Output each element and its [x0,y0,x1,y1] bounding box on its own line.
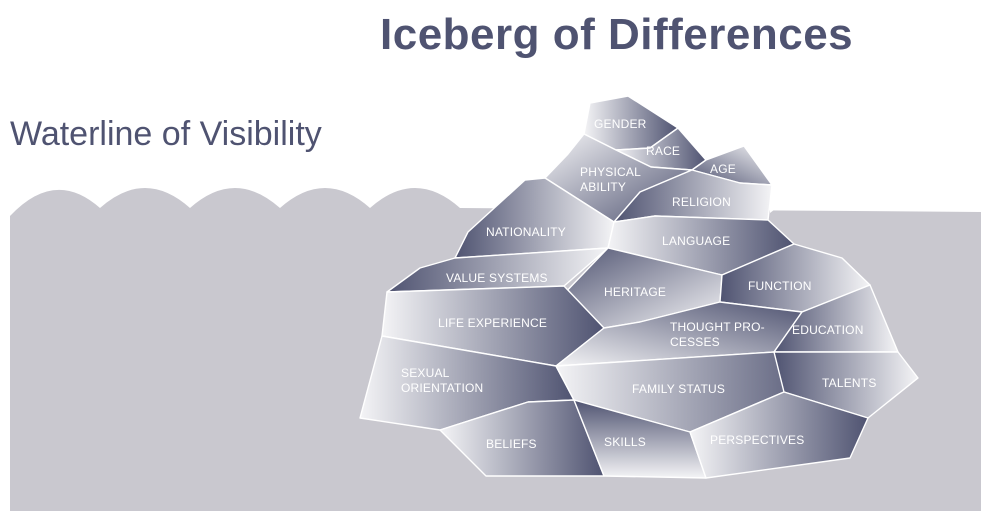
label-skills: SKILLS [604,435,646,449]
label-function: FUNCTION [748,279,812,293]
iceberg [359,95,919,479]
label-perspectives: PERSPECTIVES [710,433,804,447]
label-life-experience: LIFE EXPERIENCE [438,316,547,330]
label-age: AGE [710,162,736,176]
label-gender: GENDER [594,117,647,131]
label-physical-ability-line2: ABILITY [580,180,626,194]
shard-perspectives [689,391,869,479]
label-beliefs: BELIEFS [486,437,537,451]
label-thought-processes-line1: THOUGHT PRO- [670,320,765,334]
label-sexual-orientation-line1: SEXUAL [401,366,450,380]
label-physical-ability-line1: PHYSICAL [580,165,641,179]
label-thought-processes-line2: CESSES [670,335,720,349]
water-waves-right [770,160,981,213]
waterline-label: Waterline of Visibility [10,115,322,153]
label-talents: TALENTS [822,376,877,390]
label-nationality: NATIONALITY [486,225,566,239]
label-sexual-orientation-line2: ORIENTATION [401,381,483,395]
diagram-title: Iceberg of Differences [380,10,854,59]
label-education: EDUCATION [792,323,864,337]
label-race: RACE [646,144,680,158]
iceberg-labels: GENDER RACE AGE PHYSICAL ABILITY RELIGIO… [401,117,877,451]
label-heritage: HERITAGE [604,285,666,299]
label-language: LANGUAGE [662,234,730,248]
label-family-status: FAMILY STATUS [632,382,725,396]
label-value-systems: VALUE SYSTEMS [446,271,548,285]
label-religion: RELIGION [672,195,731,209]
shard-talents [773,351,919,419]
